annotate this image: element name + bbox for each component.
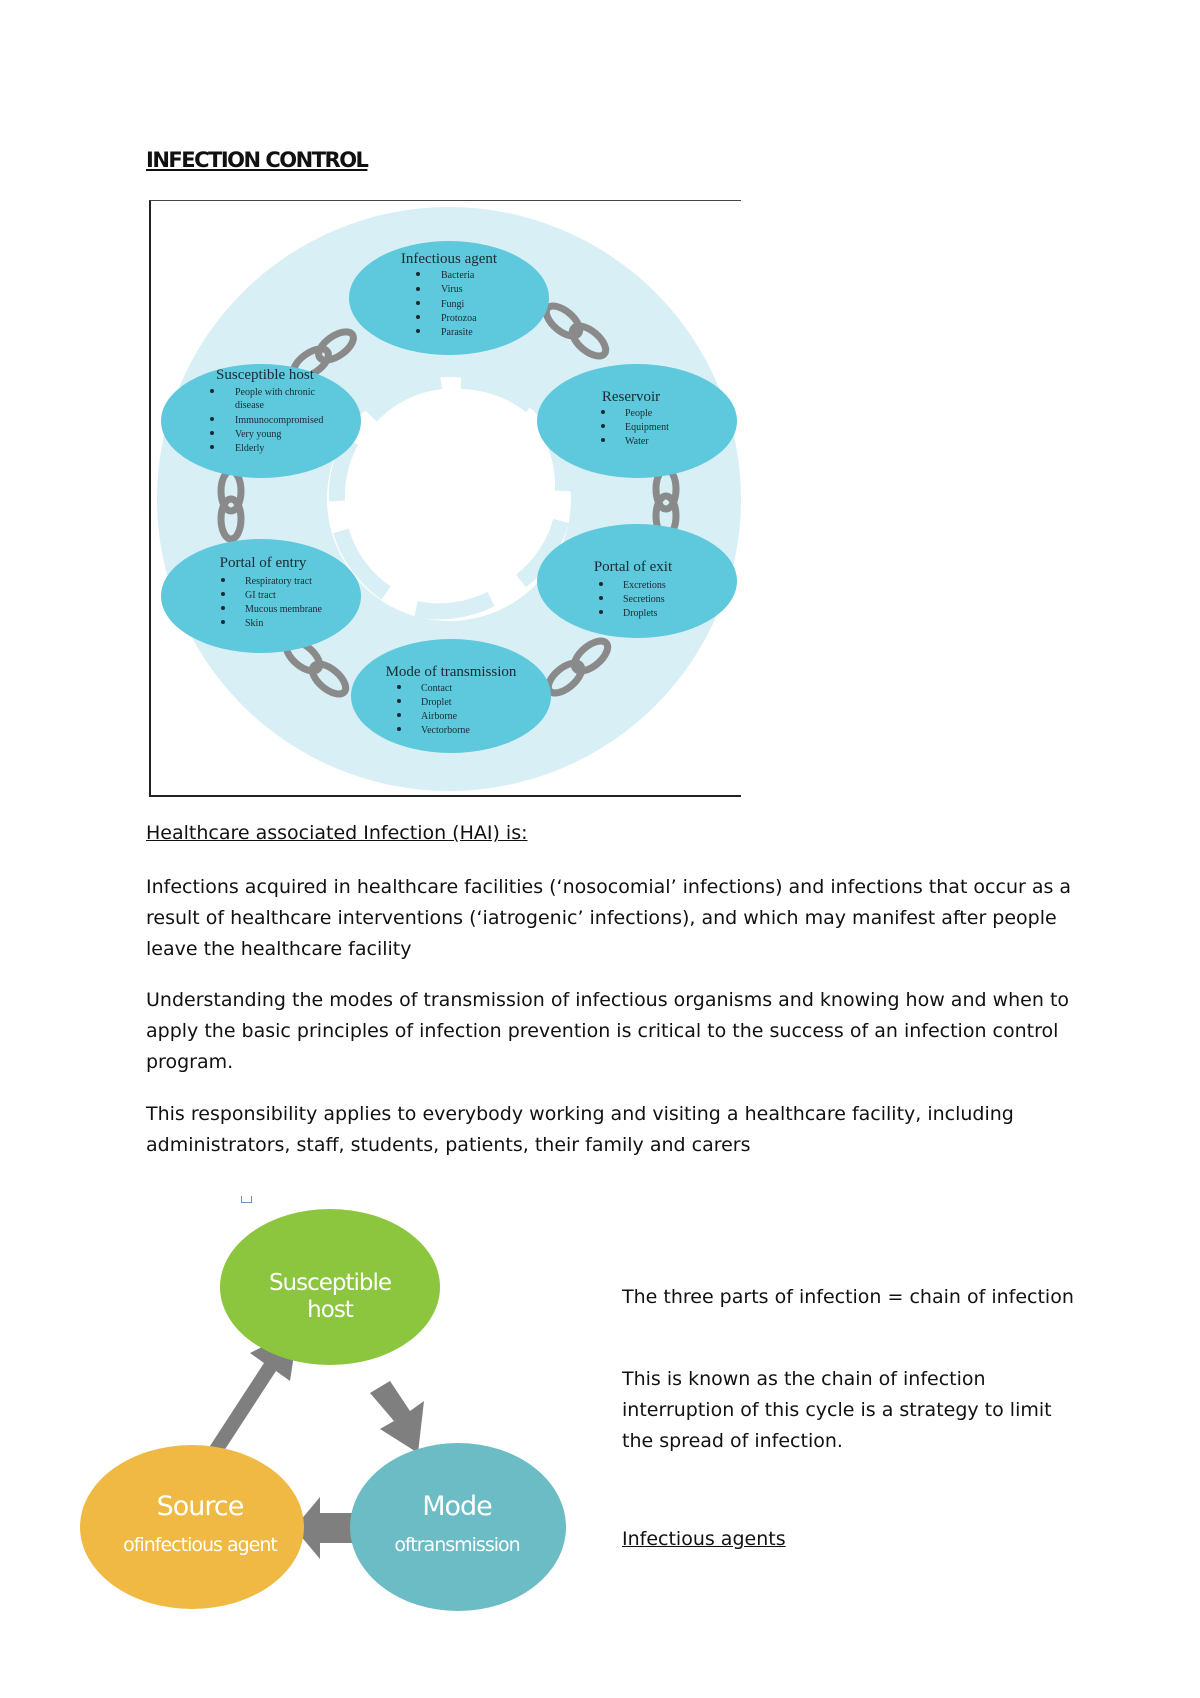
node-title: Portal of exit [594,559,673,575]
node-item: Elderly [235,443,264,454]
node-item: Vectorborne [421,725,470,736]
node-infectious-agent: Infectious agent Bacteria Virus Fungi Pr… [349,241,549,355]
chain-link-top-right [542,302,610,360]
node-item: Bacteria [441,270,475,281]
node-reservoir: Reservoir People Equipment Water [537,364,737,478]
mode-line-2: oftransmission [394,1534,519,1556]
chain-of-infection-graphic: Infectious agent Bacteria Virus Fungi Pr… [157,207,741,791]
hai-heading: Healthcare associated Infection (HAI) is… [146,822,528,844]
node-susceptible-host: Susceptible host People with chronic dis… [161,364,361,478]
paragraph-hai-definition: Infections acquired in healthcare facili… [146,876,1072,960]
node-item: Droplets [623,608,658,619]
paragraph-responsibility: This responsibility applies to everybody… [146,1103,1014,1156]
node-item: Immunocompromised [235,415,323,426]
source-line-1: Source [157,1491,244,1522]
node-mode-of-transmission: Mode of transmission Contact Droplet Air… [351,639,551,753]
node-title: Mode of transmission [386,664,517,680]
node-mode: Mode oftransmission [350,1443,566,1611]
node-item: disease [235,400,264,411]
arrow-host-to-mode [370,1381,424,1453]
node-item: Airborne [421,711,458,722]
node-portal-of-entry: Portal of entry Respiratory tract GI tra… [161,539,361,653]
node-host: Susceptible host [220,1209,440,1365]
chain-of-infection-diagram: Infectious agent Bacteria Virus Fungi Pr… [149,200,741,797]
arrow-source-to-host [208,1329,298,1457]
page-title: INFECTION CONTROL [146,148,369,172]
node-portal-of-exit: Portal of exit Excretions Secretions Dro… [537,524,737,638]
infectious-agents-heading: Infectious agents [622,1528,786,1550]
node-item: Virus [441,284,463,295]
anchor-mark [241,1196,252,1203]
node-item: People [625,408,653,419]
inner-circle [327,377,571,621]
side-text-three-parts: The three parts of infection = chain of … [622,1286,1074,1308]
node-item: Skin [245,618,263,629]
paragraph-modes-of-transmission: Understanding the modes of transmission … [146,989,1070,1073]
node-title: Susceptible host [216,367,315,383]
arrow-mode-to-source [294,1497,360,1559]
node-title: Portal of entry [220,555,307,571]
node-title: Reservoir [602,389,660,405]
node-item: Mucous membrane [245,604,322,615]
node-item: Secretions [623,594,665,605]
host-line-1: Susceptible [269,1270,391,1296]
node-item: Very young [235,429,281,440]
node-item: Parasite [441,327,473,338]
node-item: Equipment [625,422,669,433]
node-item: Respiratory tract [245,576,312,587]
node-item: People with chronic [235,387,316,398]
node-item: Excretions [623,580,666,591]
infection-cycle-graphic: Susceptible host Source ofinfectious age… [80,1209,566,1611]
infection-cycle-diagram: Susceptible host Source ofinfectious age… [80,1195,620,1635]
node-title: Infectious agent [401,251,498,267]
node-item: Protozoa [441,313,477,324]
node-source: Source ofinfectious agent [80,1445,304,1609]
side-text-chain-explanation: This is known as the chain of infection … [622,1368,1052,1452]
node-item: GI tract [245,590,276,601]
host-line-2: host [307,1297,354,1323]
node-item: Droplet [421,697,452,708]
node-item: Contact [421,683,452,694]
node-item: Water [625,436,649,447]
source-line-2: ofinfectious agent [123,1534,277,1556]
node-item: Fungi [441,299,465,310]
mode-line-1: Mode [422,1491,492,1522]
